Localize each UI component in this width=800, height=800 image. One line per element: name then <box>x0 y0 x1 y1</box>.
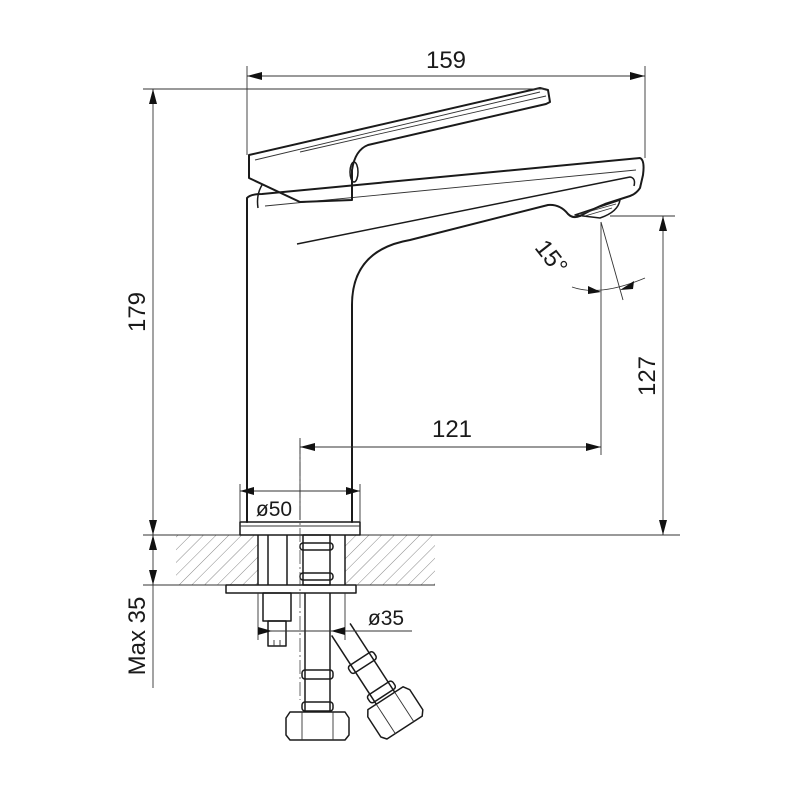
mounting-hardware <box>225 534 424 741</box>
dimension-label-15deg: 15° <box>529 235 573 280</box>
dimension-label-121: 121 <box>432 416 472 443</box>
dimension-label-base-diameter: ø50 <box>256 498 292 521</box>
dimension-deck-thickness: Max 35 <box>124 535 176 688</box>
dimension-overall-length: 159 <box>246 47 646 158</box>
dimension-spout-angle: 15° <box>529 221 646 301</box>
dimension-base-diameter: ø50 <box>239 484 361 522</box>
lever-handle <box>248 87 551 209</box>
dimension-spout-reach: 121 <box>299 222 602 520</box>
dimension-overall-height: 179 <box>124 88 545 536</box>
dimension-label-max35: Max 35 <box>124 597 151 676</box>
dimension-label-179: 179 <box>124 292 151 332</box>
faucet-body <box>239 157 645 536</box>
dimension-spout-height: 127 <box>610 215 675 535</box>
dimension-label-hole-diameter: ø35 <box>368 607 404 630</box>
dimension-label-127: 127 <box>634 356 661 396</box>
countertop-section <box>176 534 680 586</box>
dimension-label-159: 159 <box>426 47 466 74</box>
dimension-hole-diameter: ø35 <box>257 593 412 640</box>
